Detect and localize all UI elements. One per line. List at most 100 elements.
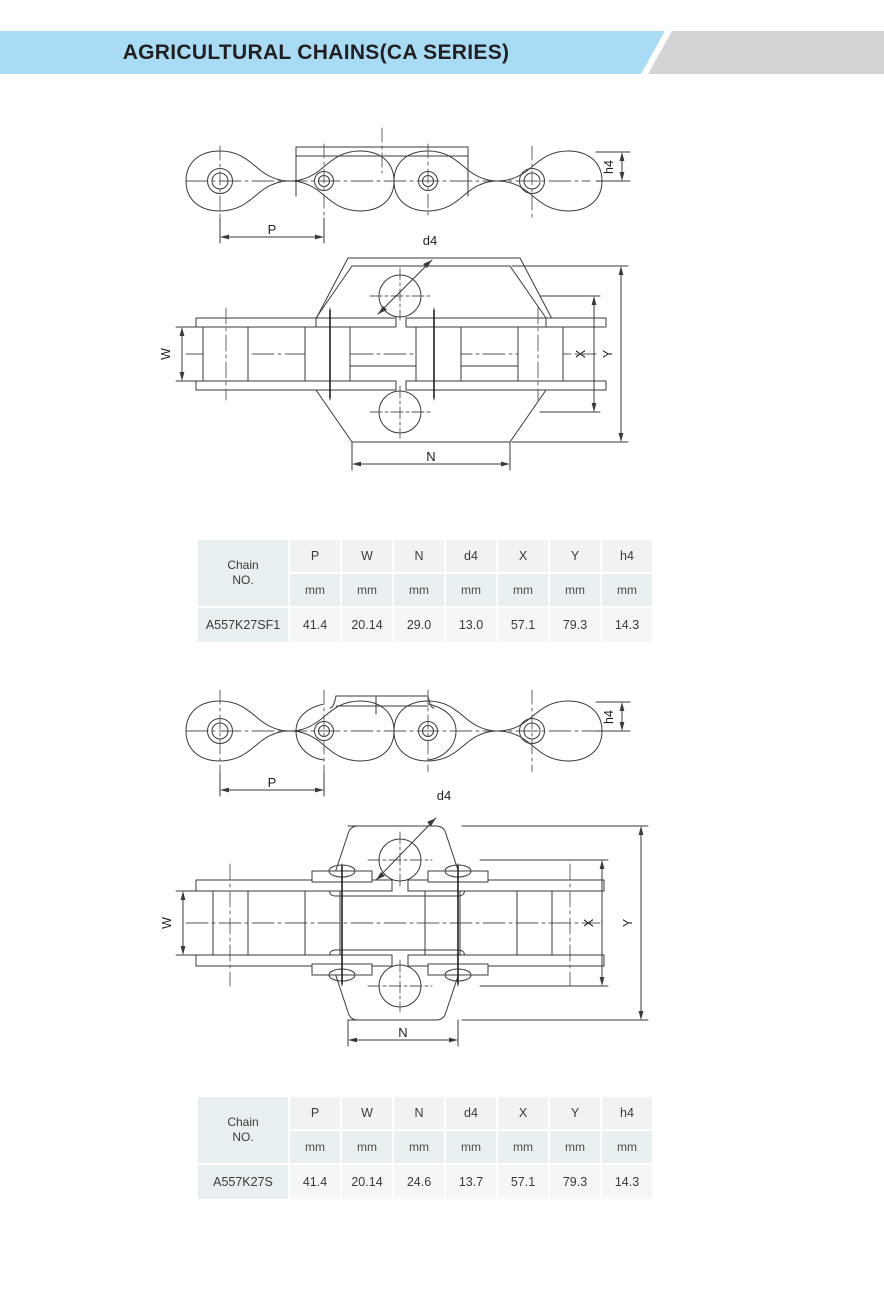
table1-unit-h4: mm (600, 572, 654, 608)
table2-value-d4: 13.7 (444, 1163, 498, 1201)
table-row: A557K27S 41.4 20.14 24.6 13.7 57.1 79.3 … (196, 1163, 654, 1201)
fig1-dim-N (351, 441, 511, 471)
table2-col-N: N (392, 1095, 446, 1131)
fig2-inner-link-body (295, 703, 457, 761)
fig2-label-N: N (398, 1025, 407, 1040)
table2-col-W: W (340, 1095, 394, 1131)
table1-value-P: 41.4 (288, 606, 342, 644)
table1-unit-W: mm (340, 572, 394, 608)
table2-unit-X: mm (496, 1129, 550, 1165)
fig2-attachment-trapezoid-upper (329, 825, 465, 897)
table2-col-X: X (496, 1095, 550, 1131)
fig2-plan-pin-axes-bold (341, 865, 459, 985)
fig2-plan-rollers (195, 890, 605, 956)
table1-unit-X: mm (496, 572, 550, 608)
fig2-label-d4: d4 (437, 788, 451, 803)
table2-value-Y: 79.3 (548, 1163, 602, 1201)
fig2-d4-leader (375, 817, 437, 881)
fig2-link-plates (185, 700, 603, 762)
fig1-label-d4: d4 (423, 233, 437, 248)
fig1-dim-W (175, 326, 201, 382)
table2-col-d4: d4 (444, 1095, 498, 1131)
table1-value-N: 29.0 (392, 606, 446, 644)
fig2-dim-X (479, 859, 609, 987)
fig1-plan-rollers (202, 326, 564, 382)
fig1-label-N: N (426, 449, 435, 464)
table2-value-W: 20.14 (340, 1163, 394, 1201)
table1-col-W: W (340, 538, 394, 574)
fig2-side-view: P h4 (185, 689, 631, 797)
table2-value-h4: 14.3 (600, 1163, 654, 1201)
table-row: A557K27SF1 41.4 20.14 29.0 13.0 57.1 79.… (196, 606, 654, 644)
table2-chain-no: A557K27S (196, 1163, 290, 1201)
table1-col-h4: h4 (600, 538, 654, 574)
fig1-plan-inner-edges (247, 326, 519, 382)
fig1-dim-P (219, 217, 325, 244)
table2-value-X: 57.1 (496, 1163, 550, 1201)
table1-value-Y: 79.3 (548, 606, 602, 644)
table2-col-P: P (288, 1095, 342, 1131)
fig1-hole-axes (369, 267, 431, 439)
table1-unit-d4: mm (444, 572, 498, 608)
fig1-label-Y: Y (601, 349, 615, 358)
fig2-attachment-bar (329, 695, 435, 715)
table2-col-Y: Y (548, 1095, 602, 1131)
table2-unit-W: mm (340, 1129, 394, 1165)
fig1-dim-Y (511, 265, 629, 443)
banner-blue-shape (0, 31, 665, 74)
table1-chain-no: A557K27SF1 (196, 606, 290, 644)
figure-1-chain-drawing: P h4 (0, 118, 884, 518)
table1-col-d4: d4 (444, 538, 498, 574)
table2-unit-h4: mm (600, 1129, 654, 1165)
fig1-plan-pin-axes-bold (329, 309, 435, 399)
fig2-side-pin-axes (219, 689, 533, 773)
fig1-label-h4: h4 (602, 160, 616, 174)
fig2-dim-Y (461, 825, 649, 1021)
table2-value-P: 41.4 (288, 1163, 342, 1201)
fig1-d4-leader (377, 259, 433, 315)
fig2-plan-view: W X Y (160, 817, 649, 1047)
table2-unit-Y: mm (548, 1129, 602, 1165)
table1-unit-P: mm (288, 572, 342, 608)
fig2-hole-axes (367, 831, 433, 1013)
table-row-header-units: mm mm mm mm mm mm mm (197, 1129, 654, 1165)
table-row-header-units: mm mm mm mm mm mm mm (197, 572, 654, 608)
fig2-label-P: P (268, 775, 277, 790)
fig2-dim-P (219, 771, 325, 797)
fig1-attachment-lower (315, 389, 547, 443)
table1-unit-N: mm (392, 572, 446, 608)
fig2-attachment-trapezoid-lower (329, 949, 465, 1021)
fig2-dim-W (175, 890, 201, 956)
fig2-label-h4: h4 (602, 710, 616, 724)
figure-2-chain-drawing: P h4 (0, 668, 884, 1068)
fig1-label-P: P (268, 222, 277, 237)
fig2-label-W: W (160, 917, 174, 929)
table1-value-W: 20.14 (340, 606, 394, 644)
fig2-dim-N (347, 1019, 459, 1047)
table2-unit-P: mm (288, 1129, 342, 1165)
header-banner (0, 31, 884, 74)
fig1-link-plates (185, 150, 603, 212)
table1-col-Y: Y (548, 538, 602, 574)
fig1-label-X: X (574, 349, 588, 358)
fig1-plan-view: W X Y (159, 257, 629, 471)
fig1-dim-X (539, 295, 601, 413)
table1-col-N: N (392, 538, 446, 574)
fig2-label-Y: Y (621, 918, 635, 927)
table2-unit-N: mm (392, 1129, 446, 1165)
table1-value-X: 57.1 (496, 606, 550, 644)
table1-value-d4: 13.0 (444, 606, 498, 644)
table2-value-N: 24.6 (392, 1163, 446, 1201)
table2-col-h4: h4 (600, 1095, 654, 1131)
fig1-label-W: W (159, 348, 173, 360)
banner-grey-shape (648, 31, 884, 74)
table1-col-P: P (288, 538, 342, 574)
table2-unit-d4: mm (444, 1129, 498, 1165)
fig1-side-pin-axes (219, 127, 533, 219)
fig1-dim-h4 (595, 151, 631, 182)
